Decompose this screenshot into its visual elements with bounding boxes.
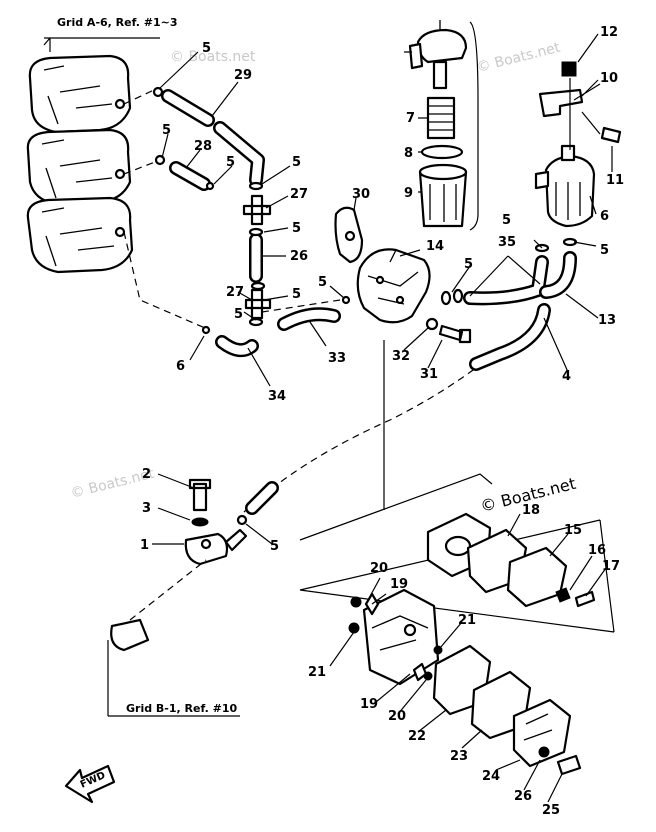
callout-8: 8: [404, 146, 413, 161]
callout-11: 11: [606, 173, 624, 188]
bracket-pump-section: [299, 473, 493, 541]
fuel-pump-14: [356, 248, 431, 324]
callout-5: 5: [292, 155, 301, 170]
bracket-10: [538, 88, 584, 118]
screw-2: [188, 478, 212, 512]
callout-18: 18: [522, 503, 540, 518]
callout-5: 5: [464, 257, 473, 272]
callout-3: 3: [142, 501, 151, 516]
washer-32: [425, 317, 439, 331]
callout-13: 13: [598, 313, 616, 328]
screw-17: [574, 590, 596, 608]
carburetor-middle: [26, 128, 132, 206]
routing-dashes-carb: [123, 89, 206, 329]
callout-35: 35: [498, 235, 516, 250]
callout-10: 10: [600, 71, 618, 86]
pump-body: [362, 588, 440, 686]
callout-16: 16: [588, 543, 606, 558]
callout-5: 5: [318, 275, 327, 290]
callout-5: 5: [292, 221, 301, 236]
carburetor-top: [28, 54, 132, 134]
callout-5: 5: [600, 243, 609, 258]
callout-25: 25: [542, 803, 560, 818]
callout-20: 20: [370, 561, 388, 576]
callout-30: 30: [352, 187, 370, 202]
callout-5: 5: [234, 307, 243, 322]
watermark-top-right: © Boats.net: [475, 40, 562, 76]
callout-29: 29: [234, 68, 252, 83]
washer-21-left: [348, 622, 360, 634]
callout-26: 26: [514, 789, 532, 804]
bracket-filter: [469, 21, 479, 231]
reference-grid-b1: Grid B-1, Ref. #10: [126, 702, 238, 715]
callout-5: 5: [226, 155, 235, 170]
callout-23: 23: [450, 749, 468, 764]
callout-31: 31: [420, 367, 438, 382]
callout-5: 5: [202, 41, 211, 56]
fuel-connector-1: [184, 528, 248, 566]
leader-lines: [152, 33, 613, 803]
callout-5: 5: [162, 123, 171, 138]
callout-6: 6: [176, 359, 185, 374]
callout-28: 28: [194, 139, 212, 154]
washer-20-upper: [350, 596, 362, 608]
connector-b1: [110, 618, 150, 652]
callout-5: 5: [270, 539, 279, 554]
filter-housing-top: [404, 20, 468, 90]
callout-14: 14: [426, 239, 444, 254]
callout-33: 33: [328, 351, 346, 366]
watermark-top-center: © Boats.net: [170, 49, 256, 65]
callout-19: 19: [360, 697, 378, 712]
callout-7: 7: [406, 111, 415, 126]
cap-12: [561, 61, 577, 77]
callout-22: 22: [408, 729, 426, 744]
callout-27: 27: [290, 187, 308, 202]
callout-9: 9: [404, 186, 413, 201]
callout-32: 32: [392, 349, 410, 364]
washer-3: [191, 517, 209, 527]
callout-34: 34: [268, 389, 286, 404]
callout-5: 5: [502, 213, 511, 228]
callout-15: 15: [564, 523, 582, 538]
fuel-filter-6: [534, 144, 596, 228]
callout-4: 4: [562, 369, 571, 384]
carburetor-group: [26, 54, 134, 274]
washer-20-lower: [423, 671, 433, 681]
callout-27: 27: [226, 285, 244, 300]
reference-bracket-bottom: [107, 640, 240, 717]
spring-16: [555, 587, 571, 603]
callout-19: 19: [390, 577, 408, 592]
callout-12: 12: [600, 25, 618, 40]
callout-24: 24: [482, 769, 500, 784]
callout-26: 26: [290, 249, 308, 264]
carburetor-bottom: [26, 196, 134, 274]
routing-dash-main: [243, 329, 521, 513]
callout-numbers: 5 29 5 28 5 5 27 5 26 27 5 5 6 34 33 5 5…: [140, 25, 624, 818]
filter-element-7: [426, 96, 456, 140]
washer-26: [538, 746, 550, 758]
t-joint-27-lower: [244, 288, 272, 320]
filter-cup-9: [418, 170, 468, 228]
callout-2: 2: [142, 467, 151, 482]
callout-20: 20: [388, 709, 406, 724]
reference-bracket-top: [43, 37, 160, 52]
callout-1: 1: [140, 538, 149, 553]
callout-5: 5: [292, 287, 301, 302]
callout-21: 21: [458, 613, 476, 628]
t-joint-27-upper: [242, 194, 272, 226]
bolt-11: [600, 126, 622, 144]
reference-grid-a6: Grid A-6, Ref. #1~3: [57, 16, 178, 29]
callout-6: 6: [600, 209, 609, 224]
o-ring-8: [420, 144, 464, 160]
bolt-31: [438, 324, 472, 344]
screw-25: [556, 754, 582, 776]
forward-arrow: FWD: [64, 764, 116, 804]
callout-17: 17: [602, 559, 620, 574]
callout-21: 21: [308, 665, 326, 680]
